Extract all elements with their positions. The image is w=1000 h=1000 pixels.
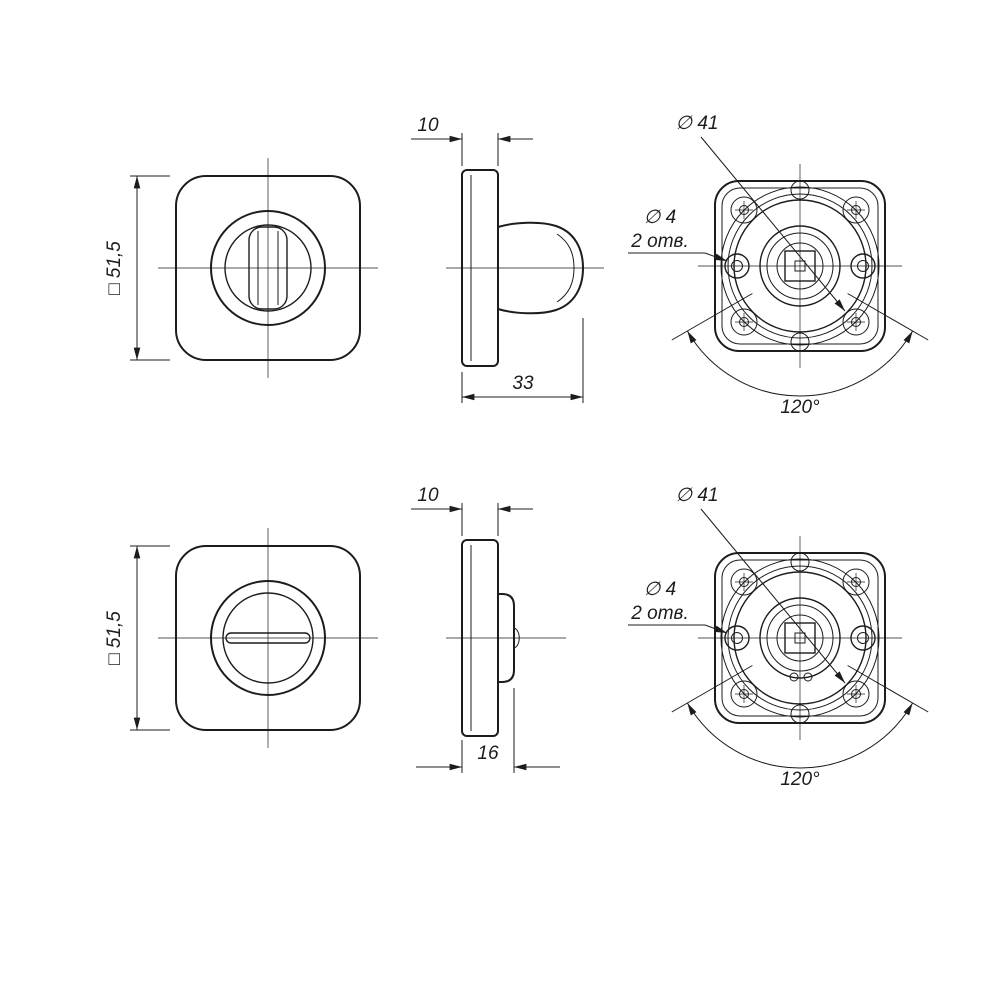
small-hole [790, 180, 810, 200]
leader-line [700, 508, 846, 684]
spindle-square-hole [794, 260, 806, 272]
fixing-hole [724, 253, 750, 279]
side-dimension-label: □ 51,5 [104, 241, 125, 295]
angle-leg [671, 665, 753, 713]
small-hole [790, 552, 810, 572]
pin-hole [803, 672, 813, 682]
angle-leg [847, 665, 929, 713]
side-view-bottom: 10 16 [411, 485, 566, 773]
hub-ring [759, 597, 841, 679]
ring [720, 186, 880, 346]
corner-boss [730, 308, 758, 336]
corner-boss [730, 568, 758, 596]
leader-line [704, 624, 728, 634]
front-view-top: □ 51,5 [104, 158, 378, 378]
hub-ring [776, 614, 824, 662]
coin-slot [225, 632, 311, 644]
turn-disc-profile [497, 593, 515, 683]
back-view-bottom: ∅ 41 ∅ 4 2 отв. 120° [628, 485, 929, 790]
hub-ring [776, 242, 824, 290]
corner-boss [730, 196, 758, 224]
knob-profile [497, 221, 584, 315]
corner-boss [842, 680, 870, 708]
corner-boss [842, 308, 870, 336]
diameter-dimension-label: ∅ 41 [676, 113, 719, 134]
back-view-top: ∅ 41 ∅ 4 2 отв. 120° [628, 113, 929, 418]
fixing-hole [850, 625, 876, 651]
angle-leg [847, 293, 929, 341]
spindle-square-hole [794, 632, 806, 644]
leader-line [704, 252, 728, 262]
hole-count-label: 2 отв. [630, 231, 688, 252]
thickness-dimension-label: 10 [417, 115, 439, 136]
back-plate-inner-contour [721, 559, 879, 717]
rosette-outer-circle [210, 580, 326, 696]
fixing-hole [724, 625, 750, 651]
plate-profile [461, 539, 499, 737]
hole-dimension-label: ∅ 4 [644, 579, 676, 600]
hub-ring [766, 604, 834, 672]
ring [720, 558, 880, 718]
escutcheon-plate-outline [175, 175, 361, 361]
angle-dimension-label: 120° [780, 397, 820, 418]
corner-boss [842, 196, 870, 224]
pin-hole [789, 672, 799, 682]
hub-ring [766, 232, 834, 300]
rosette-inner-circle [224, 224, 312, 312]
hole-count-label: 2 отв. [630, 603, 688, 624]
plate-profile [461, 169, 499, 367]
slot-edge [513, 627, 520, 649]
rosette-inner-circle [222, 592, 314, 684]
corner-boss [842, 568, 870, 596]
fixing-hole [850, 253, 876, 279]
back-plate-inner-contour [721, 187, 879, 345]
rosette-outer-circle [210, 210, 326, 326]
side-view-top: 10 33 [411, 115, 604, 403]
angle-arc [686, 702, 914, 769]
knob-round-edge [556, 233, 575, 303]
diameter-dimension-label: ∅ 41 [676, 485, 719, 506]
thickness-dimension-label: 10 [417, 485, 439, 506]
angle-leg [671, 293, 753, 341]
hole-dimension-label: ∅ 4 [644, 207, 676, 228]
escutcheon-plate-outline [175, 545, 361, 731]
depth-dimension-label: 33 [512, 373, 534, 394]
thumbturn-knob [248, 226, 288, 310]
spindle-boss [784, 250, 816, 282]
angle-dimension-label: 120° [780, 769, 820, 790]
spindle-boss [784, 622, 816, 654]
corner-boss [730, 680, 758, 708]
depth-dimension-label: 16 [477, 743, 499, 764]
front-view-bottom: □ 51,5 [104, 528, 378, 748]
leader-line [700, 136, 846, 312]
angle-arc [686, 330, 914, 397]
side-dimension-label: □ 51,5 [104, 611, 125, 665]
hub-ring [759, 225, 841, 307]
